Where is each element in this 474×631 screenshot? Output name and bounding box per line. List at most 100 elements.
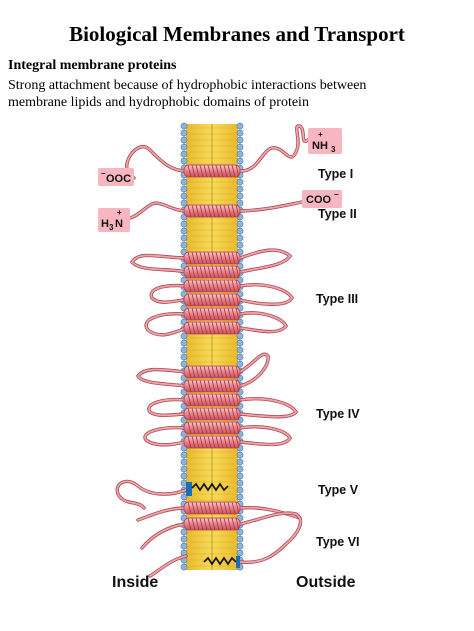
lipid-head-outer xyxy=(236,332,244,340)
lipid-head-inner xyxy=(180,339,188,347)
lipid-head-inner xyxy=(180,451,188,459)
polypeptide-loop xyxy=(147,397,188,417)
lipid-head-outer xyxy=(236,346,244,354)
lipid-head-outer xyxy=(236,178,244,186)
lipid-head-inner xyxy=(180,143,188,151)
polypeptide-loop-highlight xyxy=(129,202,187,219)
ooc-terminus-label: − OOC xyxy=(98,168,134,186)
lipid-head-outer xyxy=(236,353,244,361)
lipid-head-outer xyxy=(236,241,244,249)
lipid-head-inner xyxy=(180,199,188,207)
lipid-head-inner xyxy=(180,129,188,137)
lipid-head-outer xyxy=(236,465,244,473)
lipid-head-outer xyxy=(236,472,244,480)
lipid-head-inner xyxy=(180,332,188,340)
polypeptide-loop xyxy=(140,522,188,550)
polypeptide-loop-highlight xyxy=(150,284,187,304)
polypeptide-loop xyxy=(115,479,188,510)
polypeptide-loop-highlight xyxy=(239,283,294,306)
polypeptide-loop-highlight xyxy=(239,312,288,333)
lipid-head-outer xyxy=(236,360,244,368)
svg-text:N: N xyxy=(115,218,123,230)
polypeptide-loop-highlight xyxy=(239,397,298,418)
lipid-head-inner xyxy=(180,542,188,550)
svg-text:−: − xyxy=(334,190,339,199)
svg-text:3: 3 xyxy=(109,223,114,232)
transmembrane-helices xyxy=(183,164,241,531)
svg-text:+: + xyxy=(318,130,323,139)
polypeptide-loop-highlight xyxy=(239,353,269,387)
polypeptide-strands xyxy=(115,124,314,578)
lipid-head-outer xyxy=(236,479,244,487)
svg-text:3: 3 xyxy=(331,145,336,154)
transmembrane-helix xyxy=(183,265,241,279)
polypeptide-loop-highlight xyxy=(147,398,187,417)
lipid-head-outer xyxy=(236,535,244,543)
lipid-head-inner xyxy=(180,241,188,249)
description-text: Strong attachment because of hydrophobic… xyxy=(8,77,428,111)
lipid-head-outer xyxy=(236,185,244,193)
type-ii-label: Type II xyxy=(318,207,357,221)
lipid-head-inner xyxy=(180,493,188,501)
transmembrane-helix xyxy=(183,435,241,449)
svg-text:−: − xyxy=(101,169,106,178)
svg-text:COO: COO xyxy=(306,194,332,206)
polypeptide-loop-highlight xyxy=(149,555,187,577)
lipid-head-inner xyxy=(180,122,188,130)
type-i-label: Type I xyxy=(318,167,353,181)
section-subheading: Integral membrane proteins xyxy=(8,58,177,73)
polypeptide-loop-highlight xyxy=(141,523,187,549)
lipid-head-outer xyxy=(236,199,244,207)
nh3-terminus-label: + NH 3 xyxy=(308,128,342,154)
type-vi-label: Type VI xyxy=(316,535,360,549)
lipid-head-inner xyxy=(180,346,188,354)
lipid-head-inner xyxy=(180,192,188,200)
polypeptide-loop-highlight xyxy=(239,512,302,564)
lipid-head-inner xyxy=(180,178,188,186)
polypeptide-loop-highlight xyxy=(136,368,187,387)
transmembrane-helix xyxy=(183,307,241,321)
lipid-anchor-type-vi xyxy=(203,556,240,568)
lipid-head-inner xyxy=(180,458,188,466)
lipid-head-outer xyxy=(236,136,244,144)
polypeptide-loop-highlight xyxy=(239,506,301,519)
lipid-head-inner xyxy=(180,360,188,368)
lipid-head-inner xyxy=(180,220,188,228)
lipid-head-outer xyxy=(236,528,244,536)
lipid-head-inner xyxy=(180,472,188,480)
lipid-head-outer xyxy=(236,339,244,347)
type-iii-label: Type III xyxy=(316,292,358,306)
transmembrane-helix xyxy=(183,251,241,265)
lipid-head-outer xyxy=(236,192,244,200)
svg-text:+: + xyxy=(117,208,122,217)
description-line-2: membrane lipids and hydrophobic domains … xyxy=(8,95,309,110)
svg-text:H: H xyxy=(101,218,109,230)
transmembrane-helix xyxy=(183,293,241,307)
lipid-head-outer xyxy=(236,143,244,151)
svg-text:OOC: OOC xyxy=(106,173,131,185)
transmembrane-helix xyxy=(183,321,241,335)
h3n-terminus-label: + H 3 N xyxy=(98,208,130,232)
lipid-head-outer xyxy=(236,129,244,137)
lipid-head-inner xyxy=(180,528,188,536)
transmembrane-helix xyxy=(183,501,241,515)
polypeptide-loop-highlight xyxy=(137,507,187,521)
lipid-head-outer xyxy=(236,122,244,130)
transmembrane-helix xyxy=(183,393,241,407)
polypeptide-loop-highlight xyxy=(239,249,292,273)
polypeptide-loop-highlight xyxy=(116,480,187,509)
lipid-head-outer xyxy=(236,157,244,165)
lipid-head-inner xyxy=(180,185,188,193)
polypeptide-loop xyxy=(124,145,188,180)
transmembrane-helix xyxy=(183,517,241,531)
lipid-head-inner xyxy=(180,535,188,543)
lipid-head-inner xyxy=(180,353,188,361)
lipid-head-outer xyxy=(236,458,244,466)
transmembrane-helix xyxy=(183,164,241,178)
lipid-head-inner xyxy=(180,150,188,158)
transmembrane-helix xyxy=(183,379,241,393)
lipid-head-inner xyxy=(180,227,188,235)
polypeptide-loop-highlight xyxy=(239,125,309,172)
lipid-head-inner xyxy=(180,136,188,144)
